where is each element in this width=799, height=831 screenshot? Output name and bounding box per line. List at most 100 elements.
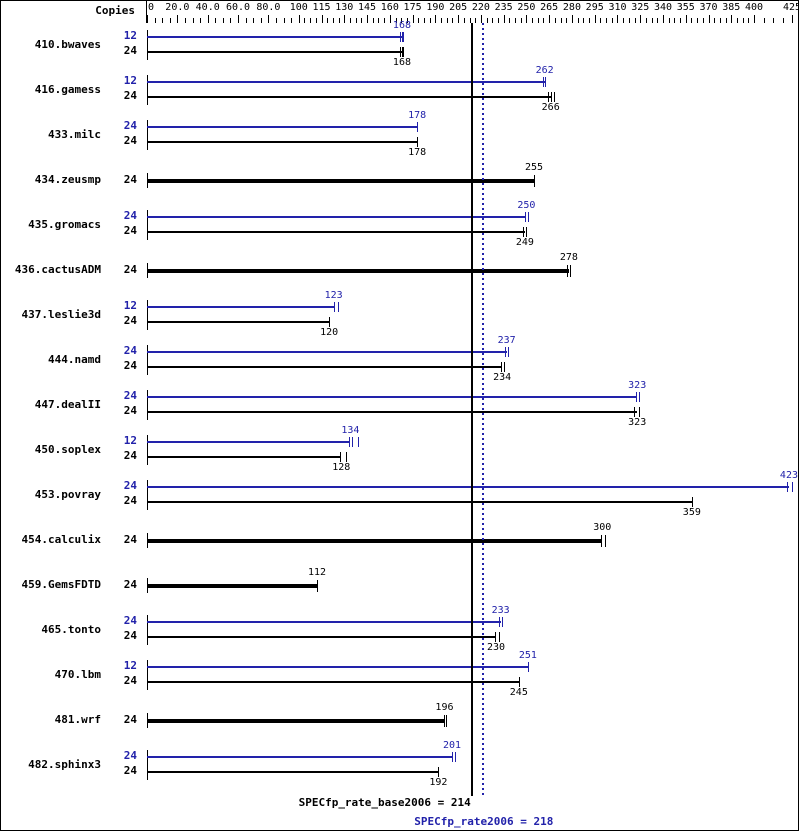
x-axis-tick-label: 80.0 (256, 2, 281, 13)
x-axis-minor-tick (253, 18, 254, 23)
x-axis-major-tick (731, 15, 732, 23)
x-axis-minor-tick (697, 18, 698, 23)
bar-base (147, 231, 525, 233)
x-axis-minor-tick (339, 18, 340, 23)
bar-peak (147, 486, 789, 488)
benchmark-name-label: 481.wrf (54, 713, 101, 726)
x-axis-minor-tick (532, 18, 533, 23)
x-axis-minor-tick (589, 18, 590, 23)
x-axis-minor-tick (333, 18, 334, 23)
x-axis-minor-tick (310, 18, 311, 23)
copies-count-base: 24 (123, 674, 137, 687)
x-axis-minor-tick (384, 18, 385, 23)
run-tick-mark (525, 212, 526, 222)
copies-count-peak: 24 (123, 479, 137, 492)
x-axis-minor-tick (543, 18, 544, 23)
x-axis-major-tick (367, 15, 368, 23)
x-axis-major-tick (344, 15, 345, 23)
x-axis-minor-tick (646, 18, 647, 23)
x-axis-minor-tick (464, 18, 465, 23)
run-tick-mark (402, 32, 403, 42)
run-tick-mark (417, 137, 418, 147)
run-tick-mark (504, 362, 505, 372)
copies-count-base: 24 (123, 404, 137, 417)
header-separator (146, 1, 147, 23)
bar-value-label: 278 (559, 252, 578, 263)
x-axis-tick-label: 205 (449, 2, 468, 13)
bar-base (147, 719, 445, 723)
copies-count-peak: 12 (123, 299, 137, 312)
x-axis-minor-tick (373, 18, 374, 23)
run-tick-mark (523, 227, 524, 237)
x-axis-major-tick (792, 15, 793, 23)
x-axis-tick-label: 340 (653, 2, 673, 13)
bar-value-label: 262 (535, 65, 554, 76)
run-tick-mark (502, 617, 503, 627)
bar-base (147, 51, 402, 53)
x-axis-minor-tick (720, 18, 721, 23)
benchmark-name-label: 453.povray (34, 488, 101, 501)
x-axis-minor-tick (726, 18, 727, 23)
x-axis-minor-tick (430, 18, 431, 23)
x-axis-minor-tick (407, 18, 408, 23)
x-axis-minor-tick (470, 18, 471, 23)
run-tick-mark (495, 632, 496, 642)
bar-peak (147, 441, 351, 443)
bar-base (147, 681, 519, 683)
x-axis-major-tick (413, 15, 414, 23)
copies-count-base: 24 (123, 263, 137, 276)
peak-reference-line (481, 23, 484, 796)
x-axis-minor-tick (230, 18, 231, 23)
bar-base (147, 269, 569, 273)
run-tick-mark (446, 715, 447, 727)
benchmark-name-label: 416.gamess (34, 83, 101, 96)
run-tick-mark (400, 47, 401, 57)
bar-value-label: 323 (628, 380, 647, 391)
run-tick-mark (519, 677, 520, 687)
x-axis-tick-label: 145 (358, 2, 377, 13)
x-axis-minor-tick (475, 18, 476, 23)
bar-value-label: 178 (408, 110, 427, 121)
x-axis-tick-label: 235 (494, 2, 513, 13)
x-axis-minor-tick (246, 18, 247, 23)
x-axis-minor-tick (215, 18, 216, 23)
x-axis-minor-tick (378, 18, 379, 23)
x-axis-tick-label: 310 (608, 2, 627, 13)
x-axis-minor-tick (657, 18, 658, 23)
run-tick-mark (639, 407, 640, 417)
bar-value-label: 233 (491, 605, 510, 616)
bar-base (147, 179, 534, 183)
x-axis-major-tick (617, 15, 618, 23)
bar-value-label: 123 (324, 290, 343, 301)
x-axis-tick-label: 355 (676, 2, 695, 13)
benchmark-name-label: 482.sphinx3 (28, 758, 101, 771)
run-tick-mark (317, 580, 318, 592)
copies-count-peak: 12 (123, 74, 137, 87)
x-axis-minor-tick (691, 18, 692, 23)
x-axis-minor-tick (714, 18, 715, 23)
copies-count-peak: 12 (123, 29, 137, 42)
x-axis-major-tick (177, 15, 178, 23)
x-axis-minor-tick (583, 18, 584, 23)
run-tick-mark (505, 347, 506, 357)
x-axis-tick-label: 60.0 (226, 2, 251, 13)
bar-base (147, 539, 603, 543)
x-axis-minor-tick (200, 18, 201, 23)
run-tick-mark (352, 437, 353, 447)
run-tick-mark (601, 535, 602, 547)
bar-value-label: 134 (341, 425, 360, 436)
x-axis-minor-tick (748, 18, 749, 23)
x-axis-major-tick (268, 15, 269, 23)
bar-base (147, 584, 317, 588)
specfp-rate-base-summary: SPECfp_rate_base2006 = 214 (298, 796, 471, 809)
copies-count-peak: 24 (123, 119, 137, 132)
